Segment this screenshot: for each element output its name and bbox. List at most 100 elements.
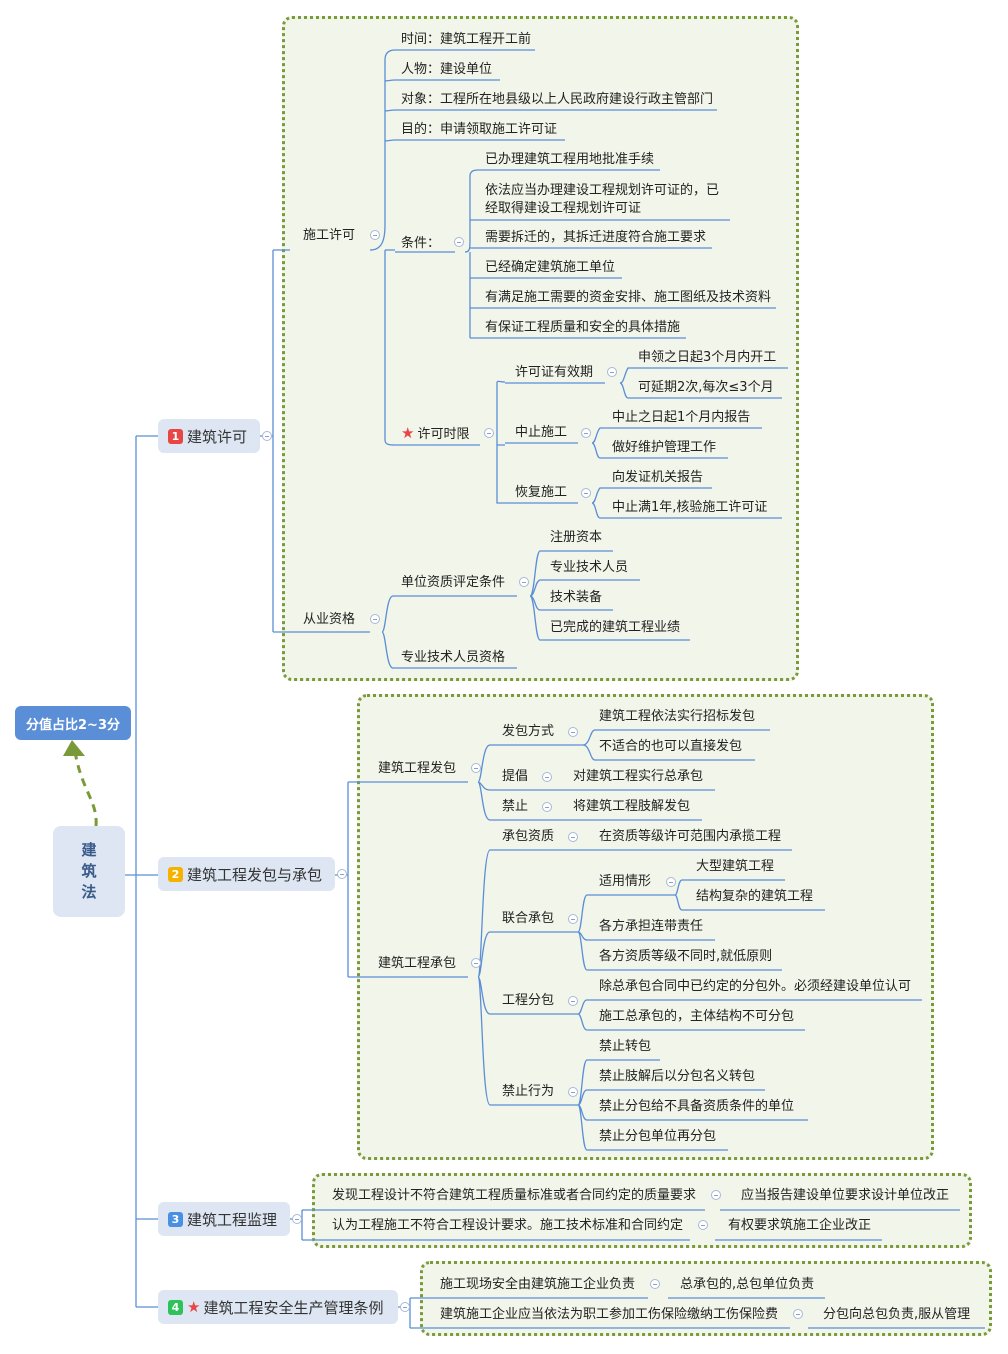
node-item[interactable]: 将建筑工程肢解发包 (573, 799, 691, 814)
node-item[interactable]: 不适合的也可以直接发包 (599, 739, 743, 754)
note-dashed-arrow (72, 744, 98, 827)
collapse-toggle[interactable] (262, 431, 272, 441)
node-item[interactable]: 技术装备 (550, 590, 603, 605)
node-action[interactable]: 分包向总包负责,服从管理 (823, 1307, 971, 1322)
node-item[interactable]: 需要拆迁的，其拆迁进度符合施工要求 (485, 230, 707, 245)
node-item[interactable]: 时间：建筑工程开工前 (401, 32, 532, 47)
node-action[interactable]: 有权要求筑施工企业改正 (728, 1218, 872, 1233)
node-item[interactable]: 人物：建设单位 (401, 62, 493, 77)
node-item[interactable]: 已办理建筑工程用地批准手续 (485, 152, 655, 167)
collapse-toggle[interactable] (568, 996, 578, 1006)
node-item[interactable]: 专业技术人员 (550, 560, 629, 575)
node-group[interactable]: 适用情形 (599, 874, 652, 889)
node-time-limit[interactable]: ★许可时限 (401, 425, 469, 443)
node-item[interactable]: 各方承担连带责任 (599, 919, 704, 934)
node-contracting[interactable]: 建筑工程承包 (378, 956, 457, 971)
node-group[interactable]: 单位资质评定条件 (401, 575, 506, 590)
node-condition[interactable]: 发现工程设计不符合建筑工程质量标准或者合同约定的质量要求 (332, 1188, 697, 1203)
node-group[interactable]: 提倡 (502, 769, 529, 784)
node-item[interactable]: 除总承包合同中已约定的分包外。必须经建设单位认可 (599, 979, 912, 994)
node-construction-permit[interactable]: 施工许可 (303, 228, 356, 243)
collapse-toggle[interactable] (581, 488, 591, 498)
node-group[interactable]: 许可证有效期 (515, 365, 594, 380)
node-qualification[interactable]: 从业资格 (303, 612, 356, 627)
collapse-toggle[interactable] (337, 869, 347, 879)
node-item[interactable]: 禁止肢解后以分包名义转包 (599, 1069, 756, 1084)
collapse-toggle[interactable] (581, 428, 591, 438)
collapse-toggle[interactable] (666, 877, 676, 887)
node-item[interactable]: 在资质等级许可范围内承揽工程 (599, 829, 782, 844)
node-item[interactable]: 施工总承包的，主体结构不可分包 (599, 1009, 795, 1024)
node-group[interactable]: 禁止 (502, 799, 529, 814)
node-condition[interactable]: 建筑施工企业应当依法为职工参加工伤保险缴纳工伤保险费 (440, 1307, 779, 1322)
collapse-toggle[interactable] (454, 237, 464, 247)
node-action[interactable]: 应当报告建设单位要求设计单位改正 (741, 1188, 950, 1203)
node-item[interactable]: 中止之日起1个月内报告 (612, 410, 751, 425)
collapse-toggle[interactable] (370, 614, 380, 624)
collapse-toggle[interactable] (292, 1214, 302, 1224)
node-condition[interactable]: 施工现场安全由建筑施工企业负责 (440, 1277, 636, 1292)
node-item[interactable]: 目的：申请领取施工许可证 (401, 122, 558, 137)
node-item[interactable]: 大型建筑工程 (696, 859, 775, 874)
collapse-toggle[interactable] (542, 802, 552, 812)
note-score-callout[interactable]: 分值占比2~3分 (15, 706, 131, 740)
collapse-toggle[interactable] (370, 230, 380, 240)
collapse-toggle[interactable] (568, 832, 578, 842)
node-item[interactable]: 禁止转包 (599, 1039, 652, 1054)
node-item[interactable]: 依法应当办理建设工程规划许可证的，已经取得建设工程规划许可证 (485, 183, 720, 216)
node-item[interactable]: 各方资质等级不同时,就低原则 (599, 949, 773, 964)
node-item[interactable]: 注册资本 (550, 530, 603, 545)
collapse-toggle[interactable] (698, 1220, 708, 1230)
node-item[interactable]: 申领之日起3个月内开工 (638, 350, 777, 365)
node-item[interactable]: 已完成的建筑工程业绩 (550, 620, 681, 635)
node-item[interactable]: 对建筑工程实行总承包 (573, 769, 704, 784)
collapse-toggle[interactable] (711, 1190, 721, 1200)
node-item[interactable]: 做好维护管理工作 (612, 440, 717, 455)
star-icon: ★ (401, 424, 415, 442)
node-group[interactable]: 联合承包 (502, 911, 555, 926)
node-condition[interactable]: 认为工程施工不符合工程设计要求。施工技术标准和合同约定 (332, 1218, 684, 1233)
collapse-toggle[interactable] (650, 1279, 660, 1289)
node-item[interactable]: 禁止分包给不具备资质条件的单位 (599, 1099, 795, 1114)
node-item[interactable]: 禁止分包单位再分包 (599, 1129, 717, 1144)
node-conditions[interactable]: 条件： (401, 236, 441, 251)
node-group[interactable]: 承包资质 (502, 829, 555, 844)
node-group[interactable]: 禁止行为 (502, 1084, 555, 1099)
node-item[interactable]: 向发证机关报告 (612, 470, 704, 485)
topic-safety-regulation[interactable]: 4 ★ 建筑工程安全生产管理条例 (158, 1290, 398, 1324)
collapse-toggle[interactable] (471, 763, 481, 773)
collapse-toggle[interactable] (484, 428, 494, 438)
collapse-toggle[interactable] (519, 577, 529, 587)
node-item[interactable]: 中止满1年,核验施工许可证 (612, 500, 768, 515)
collapse-toggle[interactable] (568, 1087, 578, 1097)
collapse-toggle[interactable] (607, 367, 617, 377)
node-group[interactable]: 发包方式 (502, 724, 555, 739)
topic-building-permit[interactable]: 1 建筑许可 (158, 419, 260, 453)
collapse-toggle[interactable] (568, 727, 578, 737)
root-topic[interactable]: 建 筑 法 (53, 826, 125, 917)
node-item[interactable]: 可延期2次,每次≤3个月 (638, 380, 774, 395)
node-issuing[interactable]: 建筑工程发包 (378, 761, 457, 776)
topic-supervision[interactable]: 3 建筑工程监理 (158, 1202, 290, 1236)
node-item[interactable]: 结构复杂的建筑工程 (696, 889, 814, 904)
collapse-toggle[interactable] (471, 958, 481, 968)
collapse-toggle[interactable] (400, 1302, 410, 1312)
node-item[interactable]: 对象：工程所在地县级以上人民政府建设行政主管部门 (401, 92, 714, 107)
collapse-toggle[interactable] (568, 914, 578, 924)
node-action[interactable]: 总承包的,总包单位负责 (680, 1277, 815, 1292)
node-item[interactable]: 专业技术人员资格 (401, 650, 506, 665)
node-group[interactable]: 恢复施工 (515, 485, 568, 500)
topic-contracting[interactable]: 2 建筑工程发包与承包 (158, 857, 335, 891)
collapse-toggle[interactable] (542, 772, 552, 782)
node-item[interactable]: 已经确定建筑施工单位 (485, 260, 616, 275)
collapse-toggle[interactable] (793, 1309, 803, 1319)
node-item[interactable]: 有满足施工需要的资金安排、施工图纸及技术资料 (485, 290, 772, 305)
node-group[interactable]: 工程分包 (502, 993, 555, 1008)
node-item[interactable]: 有保证工程质量和安全的具体措施 (485, 320, 681, 335)
note-label: 分值占比2~3分 (26, 717, 120, 733)
node-item[interactable]: 建筑工程依法实行招标发包 (599, 709, 756, 724)
node-group[interactable]: 中止施工 (515, 425, 568, 440)
root-label-char: 筑 (81, 862, 97, 880)
root-label-char: 建 (81, 841, 97, 859)
